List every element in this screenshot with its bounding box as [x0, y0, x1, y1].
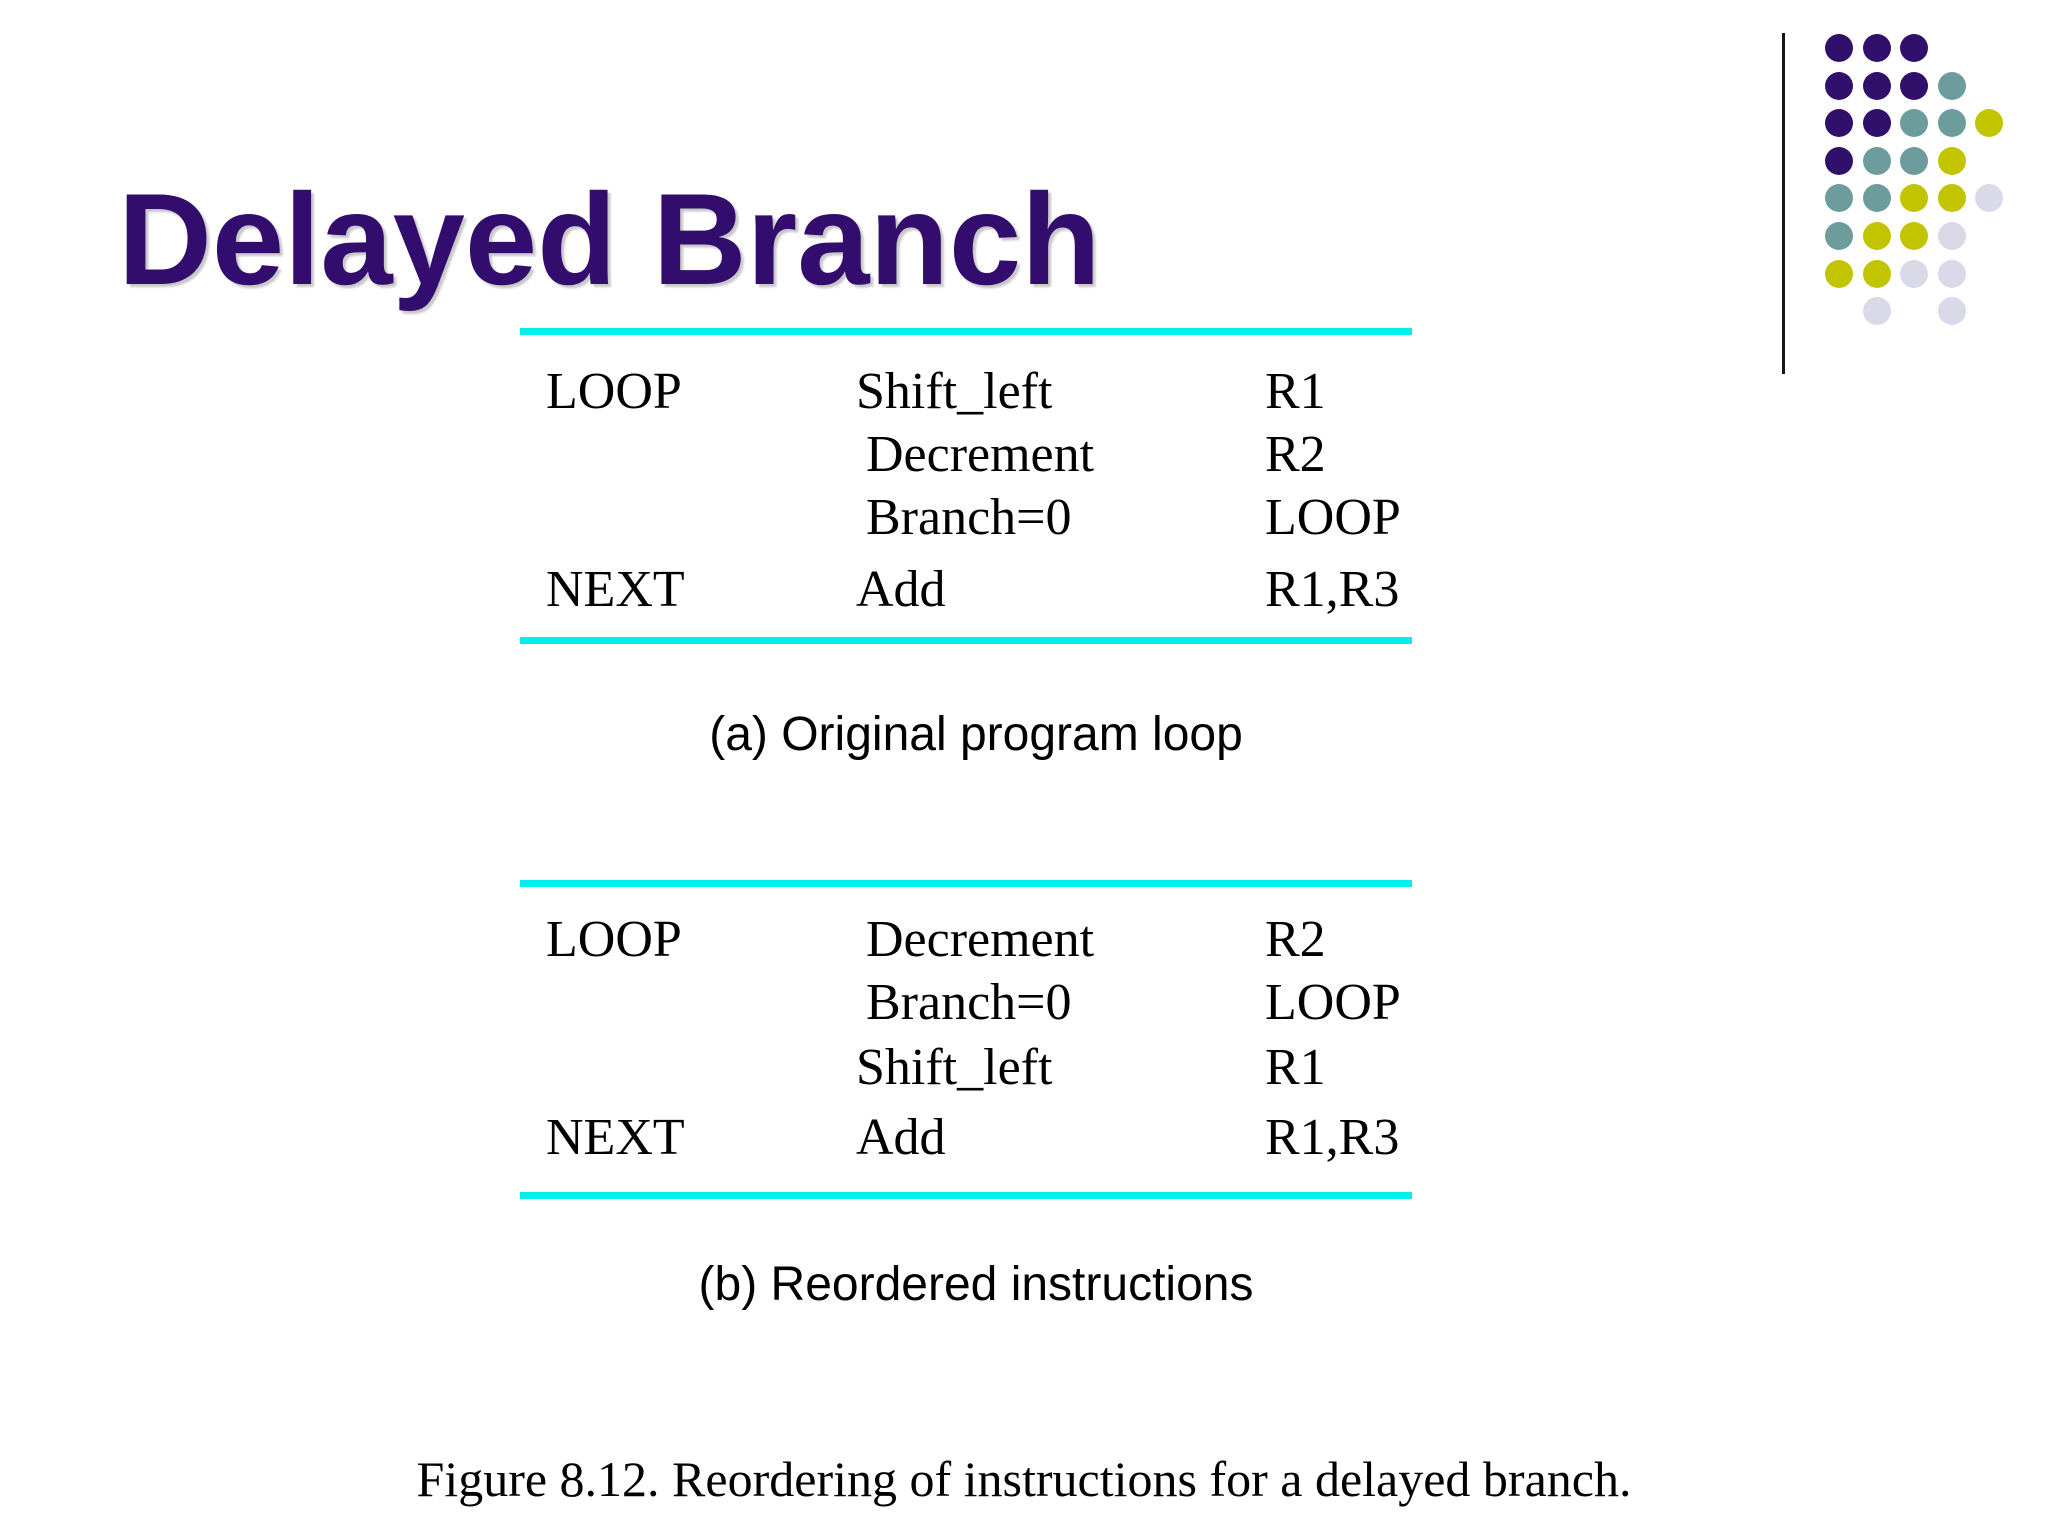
dot	[1937, 109, 1966, 138]
page-title: Delayed Branch	[118, 166, 1101, 312]
code-operand: R1,R3	[1265, 561, 1400, 618]
caption-reordered-instructions: (b) Reordered instructions	[698, 1258, 1254, 1311]
dot	[1937, 297, 1966, 326]
dot	[1862, 184, 1891, 213]
decorative-vertical-line	[1782, 33, 1785, 374]
code-instruction: Add	[856, 561, 946, 618]
table-top-rule	[520, 328, 1412, 335]
dot	[1937, 71, 1966, 100]
dot	[1825, 34, 1853, 62]
code-instruction: Decrement	[866, 911, 1095, 968]
dot	[1937, 184, 1966, 213]
code-operand: R2	[1265, 426, 1326, 483]
code-instruction: Add	[856, 1109, 946, 1166]
code-operand: LOOP	[1265, 974, 1401, 1031]
dot	[1825, 71, 1853, 100]
dot	[1975, 109, 2003, 138]
dot	[1900, 184, 1928, 213]
code-label: NEXT	[546, 561, 685, 618]
code-operand: LOOP	[1265, 489, 1401, 546]
dot	[1900, 259, 1928, 288]
dot	[1825, 259, 1853, 288]
dot	[1900, 71, 1928, 100]
dot	[1862, 146, 1891, 175]
dot	[1900, 222, 1928, 250]
figure-caption: Figure 8.12. Reordering of instructions …	[416, 1451, 1632, 1507]
code-instruction: Shift_left	[856, 363, 1053, 420]
code-operand: R2	[1265, 911, 1326, 968]
dot	[1937, 146, 1966, 175]
dot	[1900, 34, 1928, 62]
code-table-reordered: LOOP Decrement R2 Branch=0 LOOP Shift_le…	[520, 880, 1412, 1199]
code-label: LOOP	[546, 363, 682, 420]
dot	[1862, 34, 1891, 62]
dot	[1862, 71, 1891, 100]
table-bottom-rule	[520, 1192, 1412, 1199]
dot	[1975, 184, 2003, 213]
dot	[1900, 109, 1928, 138]
dot	[1825, 184, 1853, 213]
dot	[1862, 259, 1891, 288]
dot	[1825, 222, 1853, 250]
dot	[1862, 222, 1891, 250]
dot	[1862, 109, 1891, 138]
code-operand: R1	[1265, 1039, 1326, 1096]
dot	[1900, 146, 1928, 175]
code-label: LOOP	[546, 911, 682, 968]
caption-original-loop: (a) Original program loop	[709, 708, 1243, 761]
table-bottom-rule	[520, 637, 1412, 644]
code-instruction: Decrement	[866, 426, 1095, 483]
dot	[1937, 222, 1966, 250]
dot	[1862, 297, 1891, 326]
dot	[1825, 146, 1853, 175]
code-label: NEXT	[546, 1109, 685, 1166]
code-instruction: Branch=0	[866, 489, 1072, 546]
table-top-rule	[520, 880, 1412, 887]
dot	[1825, 109, 1853, 138]
code-operand: R1,R3	[1265, 1109, 1400, 1166]
code-instruction: Shift_left	[856, 1039, 1053, 1096]
code-table-original: LOOP Shift_left R1 Decrement R2 Branch=0…	[520, 328, 1412, 644]
code-instruction: Branch=0	[866, 974, 1072, 1031]
code-operand: R1	[1265, 363, 1326, 420]
dot	[1937, 259, 1966, 288]
